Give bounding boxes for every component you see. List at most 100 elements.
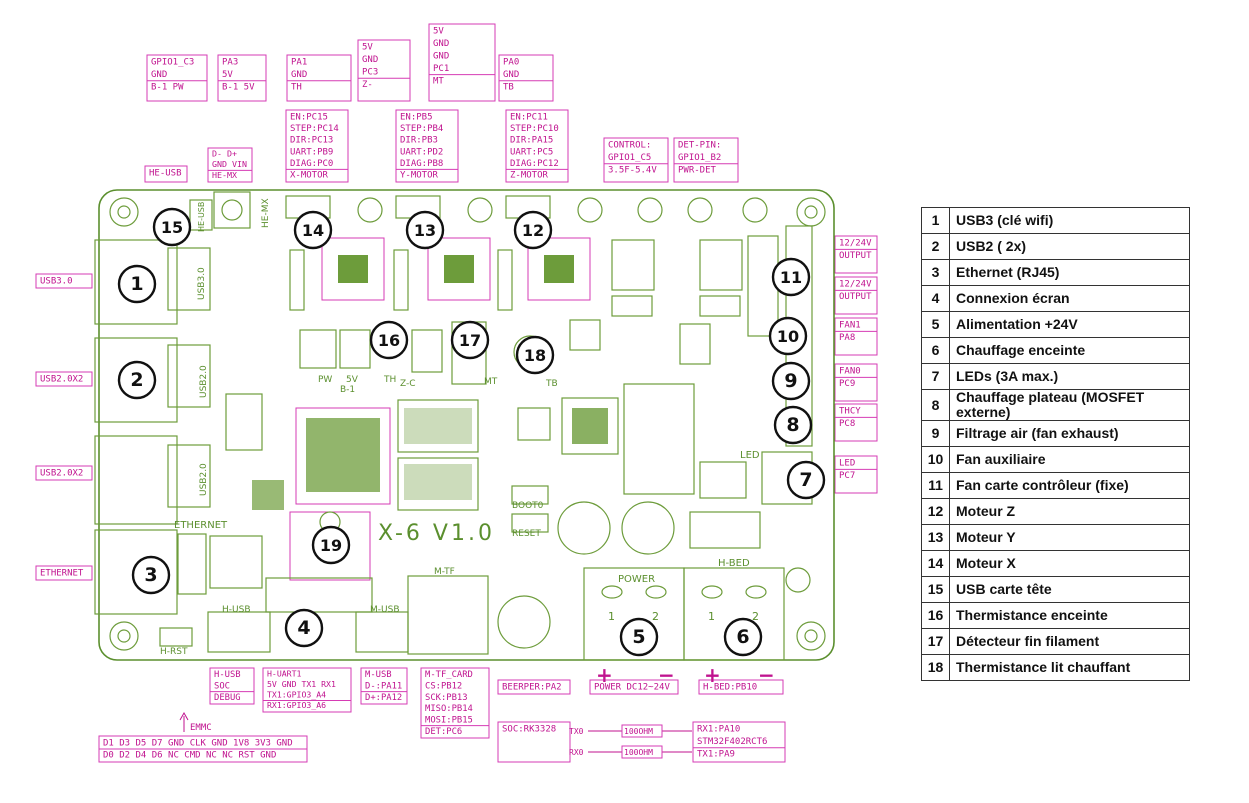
callout-line: PA8 <box>839 333 855 343</box>
callout-line: 5V <box>362 43 373 53</box>
marker-7: 7 <box>786 460 826 500</box>
legend-number: 16 <box>921 602 950 629</box>
power-components: LED <box>611 225 813 505</box>
legend-number: 1 <box>921 207 950 234</box>
callout-box <box>428 23 496 102</box>
legend-description: Chauffage plateau (MOSFET externe) <box>949 389 1190 421</box>
power-minus: − <box>658 663 675 687</box>
marker-number: 7 <box>799 469 812 491</box>
callout-line: THCY <box>839 407 861 417</box>
callout-box <box>35 371 93 387</box>
marker-8: 8 <box>773 405 813 445</box>
board-name-silk: X-6 V1.0 <box>378 521 495 546</box>
legend-number: 2 <box>921 233 950 260</box>
usb20b-silk: USB2.0 <box>199 463 209 496</box>
callout-line: TX1:GPIO3_A4 <box>267 689 326 699</box>
marker-number: 15 <box>161 218 183 237</box>
usb20a-silk: USB2.0 <box>199 365 209 398</box>
callout-line: ETHERNET <box>40 569 84 579</box>
callout-box <box>285 109 349 183</box>
callout-line: FAN0 <box>839 367 861 377</box>
marker-number: 18 <box>524 346 546 365</box>
callout-line: TH <box>291 83 302 93</box>
callout-line: 12/24V <box>839 239 872 249</box>
callout-line: M-USB <box>365 670 392 680</box>
legend-description: USB2 ( 2x) <box>949 233 1190 260</box>
callout-line: D-:PA11 <box>365 681 402 691</box>
callout-line: CONTROL: <box>608 141 651 151</box>
callout-line: DIAG:PB8 <box>400 159 443 169</box>
callout-line: PC9 <box>839 379 855 389</box>
callout-box <box>603 137 669 183</box>
emmc-marker: EMMC <box>179 711 212 733</box>
marker-number: 16 <box>378 331 400 350</box>
led-silk: LED <box>740 450 760 461</box>
h-bed-silk: H-BED <box>718 558 750 569</box>
legend-number: 9 <box>921 420 950 447</box>
legend-number: 7 <box>921 363 950 390</box>
callout-line: LED <box>839 459 855 469</box>
resistor-1-label: 100OHM <box>624 727 653 736</box>
mcu-area: BOOT0 RESET <box>511 319 761 555</box>
callout-line: H-BED:PB10 <box>703 683 757 693</box>
callout-y-motor: EN:PB5STEP:PB4DIR:PB3UART:PD2DIAG:PB8Y-M… <box>395 109 459 183</box>
legend-description: Thermistance lit chauffant <box>949 654 1190 681</box>
callout-line: GPIO1_B2 <box>678 153 721 163</box>
callout-out-1224-a: 12/24V OUTPUT <box>834 235 878 274</box>
callout-line: OUTPUT <box>839 251 872 261</box>
callout-line: EN:PB5 <box>400 112 433 122</box>
legend-number: 15 <box>921 576 950 603</box>
callout-box <box>420 667 490 739</box>
marker-number: 19 <box>320 536 342 555</box>
callout-line: SOC <box>214 681 230 691</box>
callout-line: H-USB <box>214 670 241 680</box>
callout-box <box>498 54 554 102</box>
marker-4: 4 <box>284 608 324 648</box>
callout-line: USB2.0X2 <box>40 375 83 385</box>
callout-he-usb: HE-USB <box>144 165 188 183</box>
pcb-outline <box>98 189 835 661</box>
marker-9: 9 <box>771 361 811 401</box>
legend-number: 3 <box>921 259 950 286</box>
tb-silk: TB <box>545 379 558 389</box>
callout-power: POWER DC12~24V <box>589 679 679 695</box>
mounting-holes <box>109 197 826 651</box>
marker-number: 8 <box>786 414 799 436</box>
callout-line: STEP:PC14 <box>290 124 339 134</box>
mt-silk: MT <box>484 377 498 387</box>
callout-box <box>698 679 784 695</box>
legend-number: 5 <box>921 311 950 338</box>
callout-line: DIR:PA15 <box>510 136 553 146</box>
callout-box <box>35 465 93 481</box>
marker-number: 11 <box>780 268 802 287</box>
power-silk: POWER <box>618 574 655 585</box>
callout-box <box>692 721 786 763</box>
he-mx-silk: HE-MX <box>261 198 271 228</box>
callout-line: RX1:GPIO3_A6 <box>267 700 326 710</box>
callout-ethernet: ETHERNET <box>35 565 93 581</box>
legend-description: USB3 (clé wifi) <box>949 207 1190 234</box>
callout-line: CS:PB12 <box>425 681 462 691</box>
callout-box <box>497 721 571 763</box>
hbed-minus: − <box>758 663 775 687</box>
callout-line: GND <box>151 70 167 80</box>
marker-number: 2 <box>130 369 143 391</box>
callout-line: GPIO1_C3 <box>151 58 194 68</box>
callout-line: PC8 <box>839 419 855 429</box>
callout-line: D+:PA12 <box>365 693 402 703</box>
callout-line: 5V GND TX1 RX1 <box>267 679 336 689</box>
callout-box <box>673 137 739 183</box>
callout-line: BEERPER:PA2 <box>502 683 562 693</box>
